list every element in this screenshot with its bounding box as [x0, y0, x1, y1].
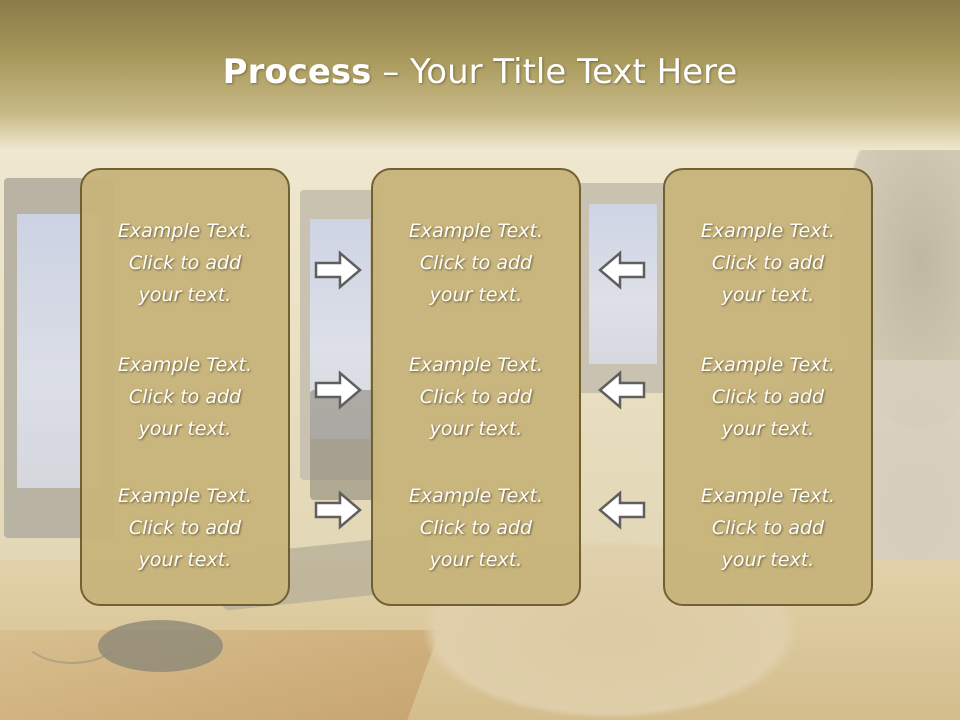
process-box-center[interactable]: Example Text. Click to add your text. Ex…	[371, 168, 581, 606]
text-line: Example Text.	[408, 354, 544, 376]
text-line: Click to add	[128, 252, 242, 274]
left-arrow-icon	[598, 490, 646, 530]
text-line: Click to add	[419, 252, 533, 274]
title-rest: Your Title Text Here	[410, 52, 738, 92]
text-line: Click to add	[128, 517, 242, 539]
cable-image	[20, 600, 124, 664]
monitor-image	[310, 390, 380, 500]
text-block[interactable]: Example Text. Click to add your text.	[373, 480, 579, 576]
text-line: Example Text.	[700, 485, 836, 507]
left-arrow-icon	[598, 370, 646, 410]
text-block[interactable]: Example Text. Click to add your text.	[373, 349, 579, 445]
process-box-right[interactable]: Example Text. Click to add your text. Ex…	[663, 168, 873, 606]
slide-title[interactable]: Process – Your Title Text Here	[0, 52, 960, 92]
left-arrow-icon	[598, 250, 646, 290]
text-line: your text.	[721, 549, 815, 571]
text-line: Example Text.	[117, 485, 253, 507]
text-line: Example Text.	[117, 354, 253, 376]
process-box-left[interactable]: Example Text. Click to add your text. Ex…	[80, 168, 290, 606]
title-separator: –	[371, 52, 411, 92]
text-line: Example Text.	[700, 354, 836, 376]
text-block[interactable]: Example Text. Click to add your text.	[373, 215, 579, 311]
text-line: Click to add	[711, 517, 825, 539]
text-line: your text.	[429, 418, 523, 440]
mouse-image	[98, 620, 223, 672]
text-line: your text.	[429, 549, 523, 571]
text-block[interactable]: Example Text. Click to add your text.	[82, 349, 288, 445]
text-line: Click to add	[711, 386, 825, 408]
text-block[interactable]: Example Text. Click to add your text.	[665, 349, 871, 445]
text-block[interactable]: Example Text. Click to add your text.	[82, 480, 288, 576]
text-line: your text.	[138, 418, 232, 440]
right-arrow-icon	[314, 250, 362, 290]
text-line: Click to add	[419, 517, 533, 539]
right-arrow-icon	[314, 370, 362, 410]
monitor-image	[578, 183, 668, 393]
text-block[interactable]: Example Text. Click to add your text.	[665, 215, 871, 311]
title-bold: Process	[222, 52, 372, 92]
right-arrow-icon	[314, 490, 362, 530]
text-line: Example Text.	[117, 220, 253, 242]
text-line: Click to add	[419, 386, 533, 408]
text-block[interactable]: Example Text. Click to add your text.	[82, 215, 288, 311]
text-line: your text.	[721, 418, 815, 440]
text-block[interactable]: Example Text. Click to add your text.	[665, 480, 871, 576]
text-line: Example Text.	[408, 485, 544, 507]
text-line: your text.	[138, 549, 232, 571]
text-line: your text.	[721, 284, 815, 306]
text-line: your text.	[138, 284, 232, 306]
text-line: Click to add	[711, 252, 825, 274]
text-line: Click to add	[128, 386, 242, 408]
text-line: your text.	[429, 284, 523, 306]
text-line: Example Text.	[700, 220, 836, 242]
text-line: Example Text.	[408, 220, 544, 242]
title-band	[0, 0, 960, 150]
